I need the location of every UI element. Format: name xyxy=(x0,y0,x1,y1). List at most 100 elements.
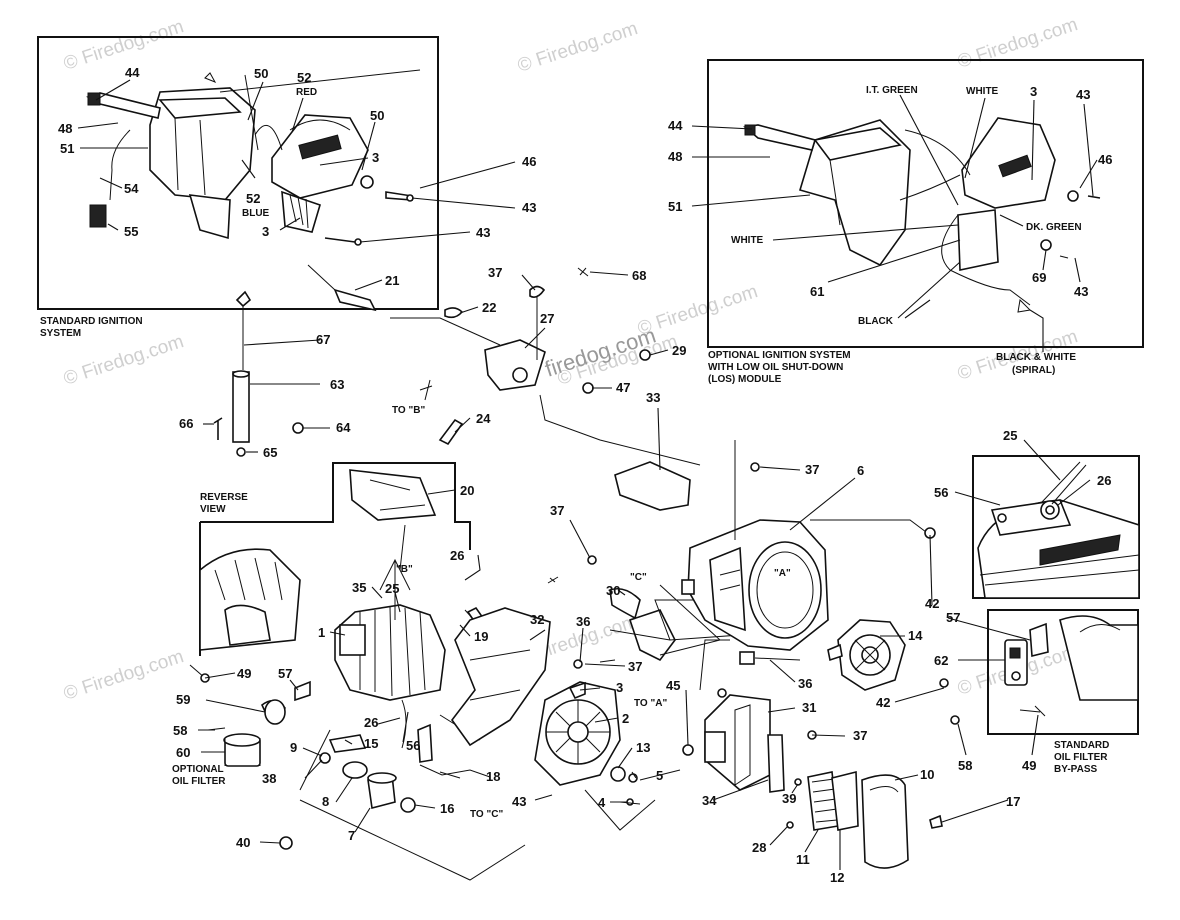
callout: 57 xyxy=(946,610,960,625)
callout: 12 xyxy=(830,870,844,885)
blower-housing-parts xyxy=(451,576,741,831)
callout: 55 xyxy=(124,224,138,239)
callout: 52 xyxy=(297,70,311,85)
callout: 37 xyxy=(488,265,502,280)
callout: 25 xyxy=(385,581,399,596)
callout: 51 xyxy=(668,199,682,214)
callout: 44 xyxy=(125,65,140,80)
callout: 44 xyxy=(668,118,683,133)
callout: 35 xyxy=(352,580,366,595)
callout: 40 xyxy=(236,835,250,850)
callout: 58 xyxy=(173,723,187,738)
connection-labels: "B" "C" "A" TO "B" TO "A" TO "C" xyxy=(392,405,791,820)
standard-ignition-panel xyxy=(37,36,439,310)
callout: 56 xyxy=(406,738,420,753)
callout: 22 xyxy=(482,300,496,315)
optional-ignition-parts xyxy=(743,117,1101,313)
callout: 8 xyxy=(322,794,329,809)
callout: 25 xyxy=(1003,428,1017,443)
callout: 21 xyxy=(385,273,399,288)
callout: 43 xyxy=(1074,284,1088,299)
callout: 37 xyxy=(805,462,819,477)
callout: 67 xyxy=(316,332,330,347)
callout: 54 xyxy=(124,181,139,196)
callout: 3 xyxy=(616,680,623,695)
callout: 48 xyxy=(58,121,72,136)
governor-linkage-parts xyxy=(213,264,701,466)
connection-label: "A" xyxy=(774,568,791,579)
callout: 26 xyxy=(450,548,464,563)
callout: 30 xyxy=(606,583,620,598)
watermark: © Firedog.com xyxy=(955,14,1080,73)
callout: 62 xyxy=(934,653,948,668)
wire-label-black-white: BLACK & WHITE xyxy=(996,352,1076,363)
wire-label-white-2: WHITE xyxy=(731,235,764,246)
callout: 69 xyxy=(1032,270,1046,285)
callout: 45 xyxy=(666,678,680,693)
callout: 58 xyxy=(958,758,972,773)
callout: 24 xyxy=(476,411,491,426)
watermark: © Firedog.com xyxy=(61,16,186,75)
standard-ignition-parts xyxy=(86,69,421,246)
callout: 59 xyxy=(176,692,190,707)
watermark: © Firedog.com xyxy=(61,646,186,705)
callout: 10 xyxy=(920,767,934,782)
callout: 34 xyxy=(702,793,717,808)
callout: 19 xyxy=(474,629,488,644)
callout: 43 xyxy=(522,200,536,215)
callout: 39 xyxy=(782,791,796,806)
oil-filter-parts xyxy=(189,664,526,881)
callout: 3 xyxy=(1030,84,1037,99)
callout: 49 xyxy=(1022,758,1036,773)
callout: 43 xyxy=(512,794,526,809)
callout: 7 xyxy=(348,828,355,843)
callout: 15 xyxy=(364,736,378,751)
callout: 64 xyxy=(336,420,351,435)
callout: 37 xyxy=(853,728,867,743)
callout-numbers: 44 48 51 54 55 50 52 52 50 3 46 43 3 43 … xyxy=(58,65,1112,885)
callout: 11 xyxy=(796,852,810,867)
leader-lines xyxy=(77,79,1098,870)
optional-ignition-panel xyxy=(707,59,1144,348)
reverse-view-panel xyxy=(200,462,471,550)
watermark: © Firedog.com xyxy=(61,331,186,390)
callout: 50 xyxy=(370,108,384,123)
callout: 52 xyxy=(246,191,260,206)
wire-label-red: RED xyxy=(296,87,317,98)
callout: 9 xyxy=(290,740,297,755)
callout: 27 xyxy=(540,311,554,326)
connection-label: "B" xyxy=(396,564,413,575)
callout: 38 xyxy=(262,771,276,786)
oil-bypass-parts xyxy=(950,615,1139,725)
callout: 4 xyxy=(598,795,606,810)
callout: 14 xyxy=(908,628,923,643)
callout: 37 xyxy=(628,659,642,674)
callout: 50 xyxy=(254,66,268,81)
callout: 3 xyxy=(262,224,269,239)
callout: 5 xyxy=(656,768,663,783)
callout: 32 xyxy=(530,612,544,627)
wire-label-spiral: (SPIRAL) xyxy=(1012,365,1055,376)
callout: 26 xyxy=(364,715,378,730)
callout: 46 xyxy=(1098,152,1112,167)
callout: 66 xyxy=(179,416,193,431)
wire-labels: RED BLUE I.T. GREEN WHITE DK. GREEN WHIT… xyxy=(242,85,1082,376)
callout: 68 xyxy=(632,268,646,283)
callout: 57 xyxy=(278,666,292,681)
callout: 2 xyxy=(622,711,629,726)
connection-label: "C" xyxy=(630,572,647,583)
callout: 13 xyxy=(636,740,650,755)
callout: 65 xyxy=(263,445,277,460)
wire-label-blue: BLUE xyxy=(242,208,270,219)
callout: 51 xyxy=(60,141,74,156)
wire-label-white: WHITE xyxy=(966,86,999,97)
callout: 33 xyxy=(646,390,660,405)
callout: 26 xyxy=(1097,473,1111,488)
connection-label: TO "A" xyxy=(634,698,667,709)
callout: 36 xyxy=(798,676,812,691)
engine-assembly xyxy=(199,469,493,701)
